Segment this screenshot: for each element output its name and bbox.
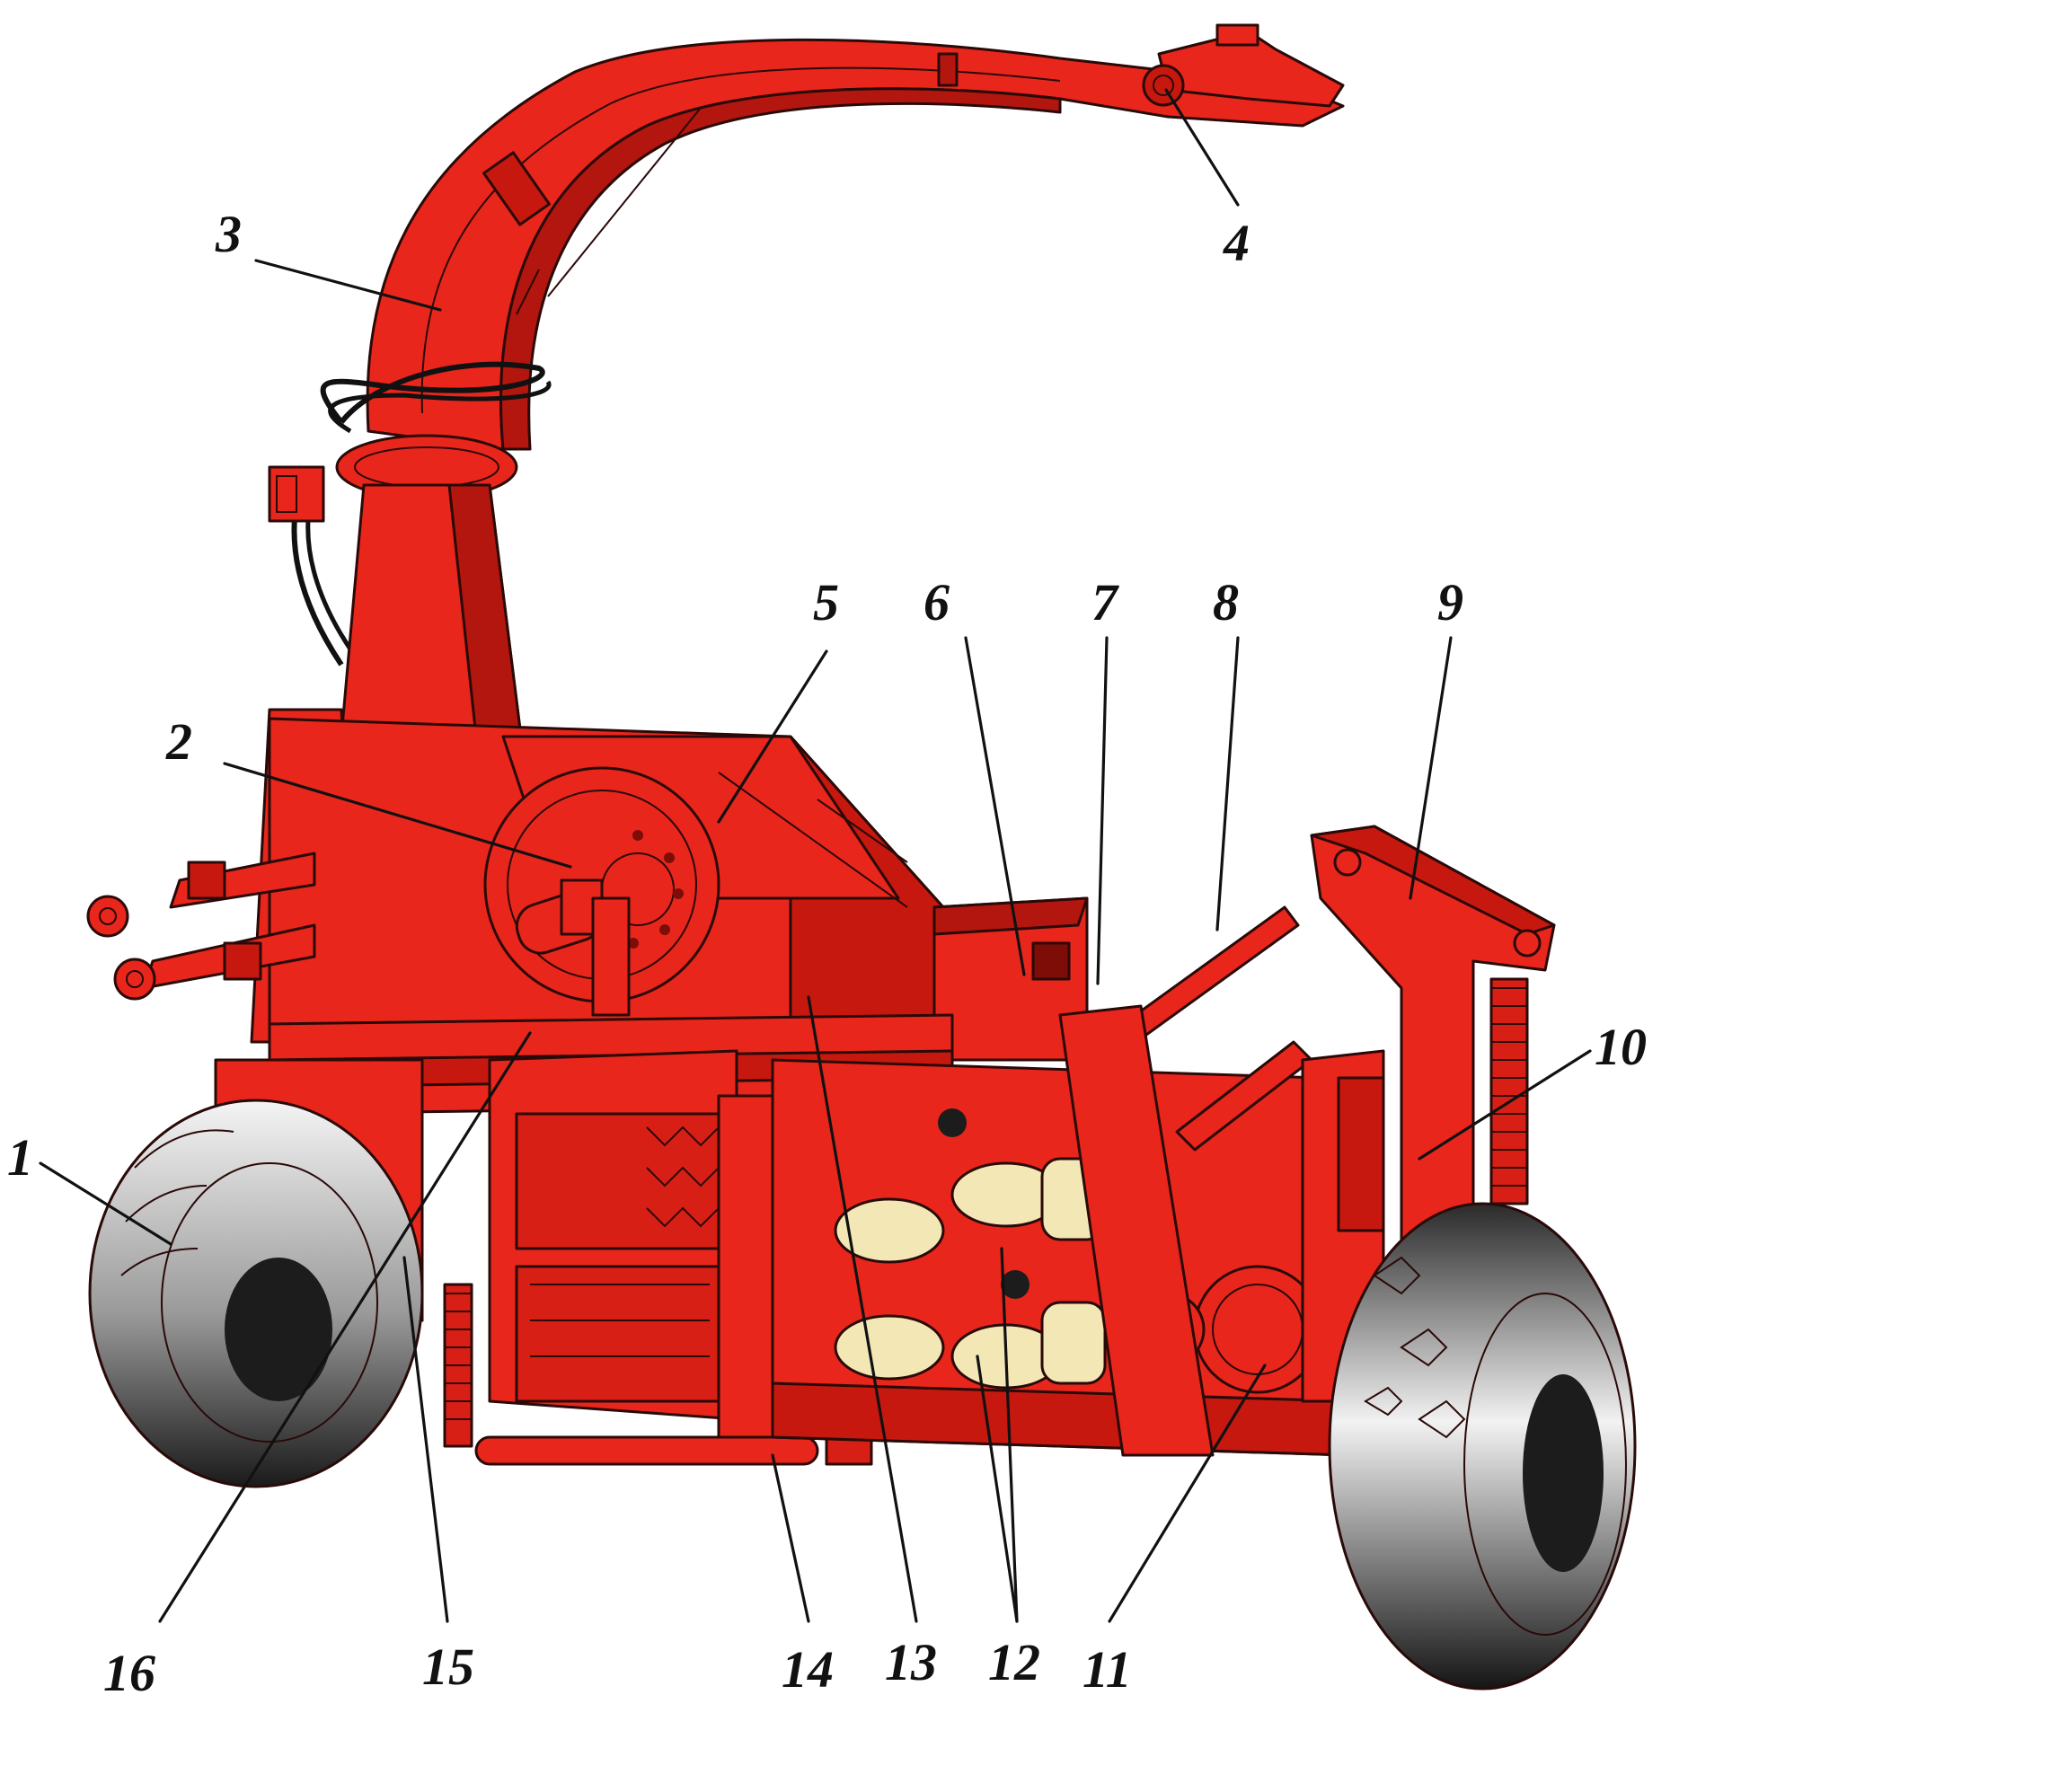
leader-line-12a <box>976 1355 1019 1623</box>
leader-line-14 <box>771 1453 810 1623</box>
leader-line-15 <box>402 1256 449 1623</box>
leader-line-16 <box>158 1031 532 1623</box>
leader-line-4 <box>1164 88 1240 207</box>
drive-gearbox <box>771 1058 1349 1457</box>
leader-line-3 <box>254 259 442 312</box>
callout-7: 7 <box>1091 573 1119 631</box>
leader-line-12b <box>1000 1247 1019 1623</box>
leader-line-9 <box>1409 636 1453 900</box>
callout-10: 10 <box>1595 1018 1647 1076</box>
leader-line-13 <box>807 995 918 1623</box>
side-platform <box>932 896 1089 1062</box>
discharge-spout <box>366 23 1345 451</box>
feed-rollers <box>474 1049 819 1466</box>
right-wheel <box>1328 1202 1637 1690</box>
callout-12: 12 <box>988 1633 1040 1691</box>
callout-5: 5 <box>813 573 839 631</box>
leader-line-1 <box>39 1161 172 1246</box>
callout-1: 1 <box>7 1128 33 1187</box>
leader-line-8 <box>1215 636 1240 931</box>
callout-6: 6 <box>923 573 950 631</box>
left-wheel <box>88 1099 424 1488</box>
callout-3: 3 <box>215 205 242 263</box>
leader-lines <box>39 88 1592 1623</box>
lift-frame <box>1058 825 1556 1457</box>
callout-labels: 1 2 3 4 5 6 7 8 9 10 11 12 13 14 15 16 <box>7 205 1647 1702</box>
forage-harvester-illustration <box>86 23 1637 1690</box>
drawbar <box>86 852 316 1001</box>
leader-line-11 <box>1108 1364 1267 1623</box>
callout-8: 8 <box>1213 573 1239 631</box>
leader-line-7 <box>1096 636 1109 985</box>
leader-line-5 <box>717 649 828 824</box>
callout-16: 16 <box>103 1644 155 1702</box>
spout-swivel-ring <box>268 434 518 523</box>
callout-15: 15 <box>422 1638 474 1696</box>
callout-4: 4 <box>1223 214 1250 272</box>
leader-line-10 <box>1418 1049 1592 1161</box>
callout-13: 13 <box>885 1633 937 1691</box>
callout-11: 11 <box>1083 1640 1132 1699</box>
chopper-housing <box>268 717 945 1062</box>
callout-9: 9 <box>1437 573 1463 631</box>
callout-14: 14 <box>782 1640 834 1699</box>
leader-line-2 <box>223 762 572 869</box>
leader-line-6 <box>964 636 1026 976</box>
callout-2: 2 <box>165 712 192 771</box>
